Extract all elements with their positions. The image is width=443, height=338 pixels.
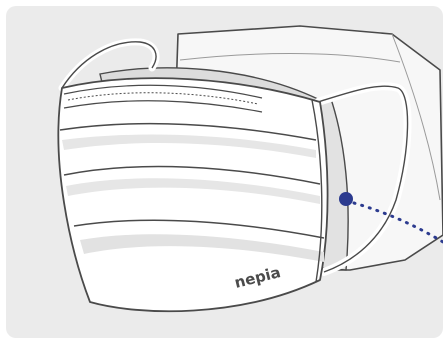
illustration-panel: nepia — [6, 6, 443, 338]
pointer-dot — [339, 192, 353, 206]
mask-illustration: nepia — [6, 6, 443, 338]
